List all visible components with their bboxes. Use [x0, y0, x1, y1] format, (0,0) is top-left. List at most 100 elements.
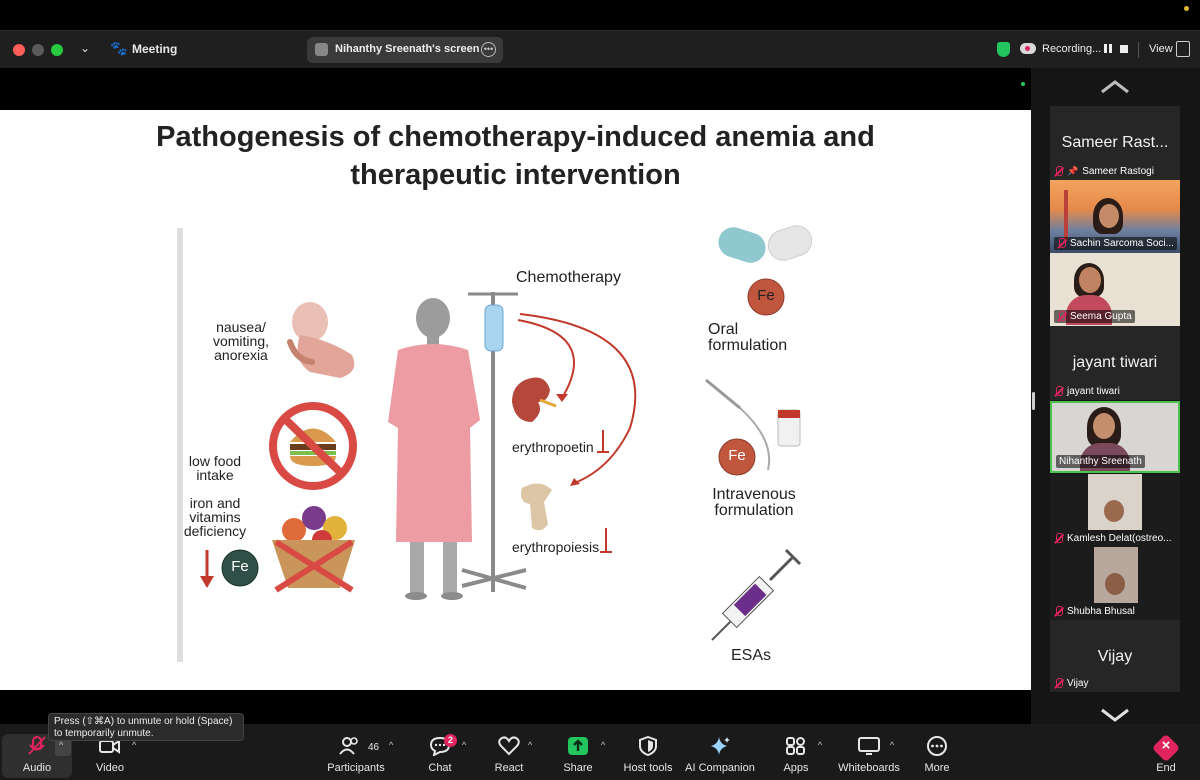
label-nausea-line-2: vomiting,: [212, 333, 270, 349]
more-options-icon[interactable]: •••: [481, 42, 496, 57]
participant-big-name: Sameer Rast...: [1061, 134, 1169, 151]
window-titlebar: ⌄ 🐾 Meeting Nihanthy Sreenath's screen •…: [0, 30, 1200, 68]
chevron-up-icon[interactable]: ^: [59, 740, 64, 750]
chevron-up-icon[interactable]: ^: [601, 740, 606, 750]
label-nausea: nausea/ vomiting, anorexia: [206, 320, 276, 362]
label-oral-line-1: Oral: [708, 321, 739, 338]
participant-name: Nihanthy Sreenath: [1056, 455, 1145, 468]
slide-divider-line: [177, 228, 183, 662]
share-button[interactable]: Share: [556, 724, 600, 780]
chevron-down-icon[interactable]: ⌄: [80, 41, 91, 55]
stop-recording-button[interactable]: [1120, 45, 1128, 53]
participant-big-name: jayant tiwari: [1072, 354, 1158, 371]
maximize-window-button[interactable]: [51, 44, 63, 56]
video-label: Video: [96, 762, 124, 774]
slide-title-line-2: therapeutic intervention: [350, 159, 681, 191]
pause-recording-button[interactable]: [1104, 44, 1112, 53]
apps-grid-icon: [786, 737, 805, 755]
apps-label: Apps: [783, 762, 809, 774]
label-iron-line-1: iron and: [189, 495, 241, 511]
audio-button[interactable]: Audio: [4, 724, 70, 780]
participant-face: [1104, 500, 1124, 522]
mic-muted-icon: [28, 736, 46, 755]
participants-count: 46: [368, 742, 380, 753]
chevron-up-icon[interactable]: ^: [462, 740, 467, 750]
more-label: More: [924, 762, 950, 774]
chevron-up-icon[interactable]: ^: [528, 740, 533, 750]
ai-companion-button[interactable]: AI Companion: [684, 724, 756, 780]
video-button[interactable]: Video: [82, 724, 138, 780]
minimize-window-button[interactable]: [32, 44, 44, 56]
participant-name-text: jayant tiwari: [1067, 386, 1120, 397]
audio-label: Audio: [22, 762, 52, 774]
label-oral: Oral formulation: [708, 322, 787, 354]
paw-icon: 🐾: [110, 40, 128, 56]
participant-name: 📌 Sameer Rastogi: [1054, 166, 1154, 177]
apps-button[interactable]: Apps: [778, 724, 814, 780]
heart-icon: [498, 736, 520, 756]
label-iron-line-2: vitamins: [189, 509, 241, 525]
participant-video-tile[interactable]: Seema Gupta: [1050, 253, 1180, 326]
participant-name: Kamlesh Delat(ostreo...: [1054, 533, 1172, 544]
security-shield-icon[interactable]: [997, 42, 1010, 57]
view-menu[interactable]: View: [1149, 43, 1173, 55]
participants-label: Participants: [327, 762, 385, 774]
view-layout-icon[interactable]: [1176, 41, 1190, 57]
label-low-food-line-2: intake: [196, 467, 234, 483]
down-arrow-icon: [200, 550, 214, 588]
chevron-up-icon[interactable]: [1100, 80, 1130, 94]
mic-muted-icon: [1054, 166, 1063, 177]
fe-badge-iv: [718, 438, 756, 476]
participant-video-tile[interactable]: Shubha Bhusal: [1050, 547, 1180, 620]
status-dot: [1184, 6, 1189, 11]
active-speaker-tile[interactable]: Nihanthy Sreenath: [1050, 401, 1180, 473]
mic-muted-icon: [1054, 386, 1063, 397]
bridge-tower: [1064, 190, 1068, 240]
participant-name-text: Seema Gupta: [1070, 311, 1132, 322]
fe-label-oral: Fe: [757, 287, 775, 304]
recording-status[interactable]: Recording...: [1042, 43, 1102, 55]
participant-name: Shubha Bhusal: [1054, 606, 1135, 617]
more-button[interactable]: More: [918, 724, 956, 780]
participant-name: Vijay: [1054, 678, 1089, 689]
mic-muted-icon: [1057, 238, 1066, 249]
participant-tile[interactable]: Vijay Vijay: [1050, 620, 1180, 692]
participant-tile[interactable]: jayant tiwari jayant tiwari: [1050, 326, 1180, 400]
chevron-up-icon[interactable]: ^: [890, 740, 895, 750]
label-nausea-line-3: anorexia: [214, 347, 268, 363]
chevron-up-icon[interactable]: ^: [132, 740, 137, 750]
meeting-title[interactable]: Meeting: [132, 42, 178, 56]
chat-unread-badge: 2: [444, 734, 457, 747]
participant-video-tile[interactable]: Kamlesh Delat(ostreo...: [1050, 474, 1180, 547]
no-burger-icon: [269, 402, 357, 490]
close-window-button[interactable]: [13, 44, 25, 56]
whiteboards-button[interactable]: Whiteboards: [836, 724, 902, 780]
end-label: End: [1156, 762, 1176, 774]
chevron-down-icon[interactable]: [1100, 708, 1130, 722]
chevron-up-icon[interactable]: ^: [818, 740, 823, 750]
participant-name-text: Vijay: [1067, 678, 1089, 689]
fe-label-iv: Fe: [728, 447, 746, 464]
slide-title: Pathogenesis of chemotherapy-induced ane…: [0, 118, 1031, 194]
chat-button[interactable]: Chat: [420, 724, 460, 780]
participant-video-tile[interactable]: Sachin Sarcoma Soci...: [1050, 180, 1180, 253]
participant-tile[interactable]: Sameer Rast... 📌 Sameer Rastogi: [1050, 106, 1180, 180]
participant-name: Sachin Sarcoma Soci...: [1054, 237, 1177, 250]
end-meeting-button[interactable]: End: [1146, 724, 1186, 780]
chevron-up-icon[interactable]: ^: [389, 740, 394, 750]
audio-options-caret[interactable]: [55, 740, 71, 756]
label-iv-line-2: formulation: [714, 502, 794, 519]
participant-name-text: Nihanthy Sreenath: [1059, 456, 1142, 467]
participant-name-text: Shubha Bhusal: [1067, 606, 1135, 617]
whiteboards-label: Whiteboards: [838, 762, 900, 774]
ai-companion-label: AI Companion: [685, 762, 755, 774]
host-tools-button[interactable]: Host tools: [622, 724, 674, 780]
screen-share-indicator[interactable]: Nihanthy Sreenath's screen •••: [307, 37, 503, 63]
participant-name-text: Kamlesh Delat(ostreo...: [1067, 533, 1172, 544]
panel-resize-handle[interactable]: [1032, 392, 1035, 410]
react-button[interactable]: React: [488, 724, 530, 780]
screen-share-label: Nihanthy Sreenath's screen: [335, 43, 480, 55]
mic-muted-icon: [1054, 533, 1063, 544]
slide-illustration: [200, 225, 813, 641]
participants-button[interactable]: Participants: [325, 724, 387, 780]
